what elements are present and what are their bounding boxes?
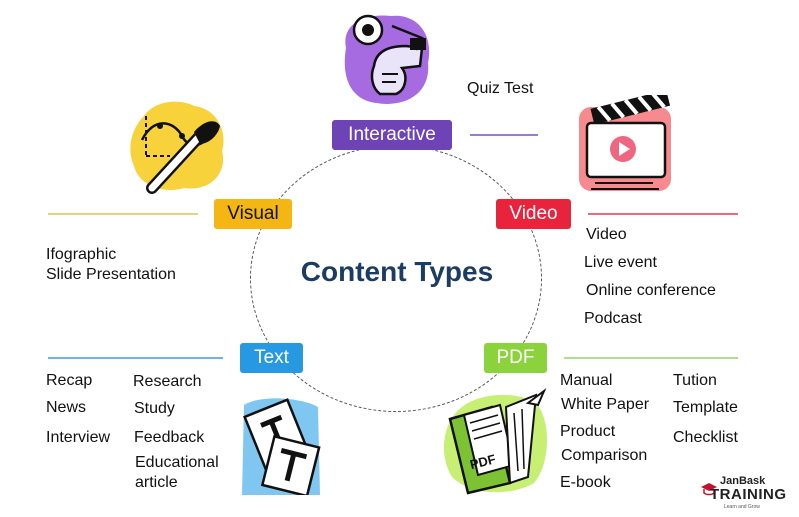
video-item-online-conference: Online conference bbox=[586, 282, 716, 299]
video-item-video: Video bbox=[586, 226, 627, 243]
text-label: Text bbox=[240, 343, 303, 373]
logo-line2: TRAINING bbox=[710, 486, 787, 503]
text-item-recap: Recap bbox=[46, 372, 93, 389]
text-item-educational: Educational bbox=[135, 454, 219, 471]
text-item-interview: Interview bbox=[46, 429, 111, 446]
pdf-item-comparison: Comparison bbox=[561, 447, 648, 464]
logo-tagline: Learn and Grow bbox=[724, 504, 760, 510]
interactive-item-quiz-test: Quiz Test bbox=[467, 80, 534, 97]
diagram-title: Content Types bbox=[300, 256, 494, 287]
svg-text:PDF: PDF bbox=[468, 451, 497, 472]
pdf-connector-line bbox=[564, 357, 738, 359]
visual-item-slide-presentation: Slide Presentation bbox=[46, 266, 176, 283]
text-item-research: Research bbox=[133, 373, 202, 390]
pdf-item-product: Product bbox=[560, 423, 616, 440]
video-label: Video bbox=[496, 199, 571, 229]
graduation-cap-icon bbox=[701, 483, 717, 496]
text-connector-line bbox=[48, 357, 223, 359]
pdf-item-white-paper: White Paper bbox=[561, 396, 650, 413]
text-item-article: article bbox=[135, 474, 178, 491]
pdf-item-manual: Manual bbox=[560, 372, 613, 389]
pdf-folder-icon: PDF bbox=[440, 385, 552, 495]
paintbrush-infographic-icon bbox=[124, 96, 230, 196]
janbask-logo: JanBask TRAINING Learn and Grow bbox=[700, 475, 796, 514]
pdf-item-e-book: E-book bbox=[560, 474, 611, 491]
text-item-feedback: Feedback bbox=[134, 429, 205, 446]
pdf-item-tution: Tution bbox=[673, 372, 717, 389]
interactive-connector-line bbox=[470, 134, 538, 136]
logo-line1: JanBask bbox=[720, 475, 766, 487]
video-item-live-event: Live event bbox=[584, 254, 657, 271]
video-item-podcast: Podcast bbox=[584, 310, 642, 327]
text-item-study: Study bbox=[134, 400, 175, 417]
interactive-label: Interactive bbox=[332, 120, 452, 150]
video-player-icon bbox=[573, 95, 677, 195]
visual-label: Visual bbox=[214, 199, 292, 229]
visual-connector-line bbox=[48, 213, 198, 215]
text-item-news: News bbox=[46, 399, 87, 416]
video-connector-line bbox=[588, 213, 738, 215]
pdf-label: PDF bbox=[484, 343, 547, 373]
text-document-icon bbox=[240, 395, 322, 495]
pdf-item-template: Template bbox=[673, 399, 738, 416]
visual-item-ifographic: Ifographic bbox=[46, 246, 117, 263]
pdf-item-checklist: Checklist bbox=[673, 429, 738, 446]
hand-touch-icon bbox=[336, 8, 436, 108]
